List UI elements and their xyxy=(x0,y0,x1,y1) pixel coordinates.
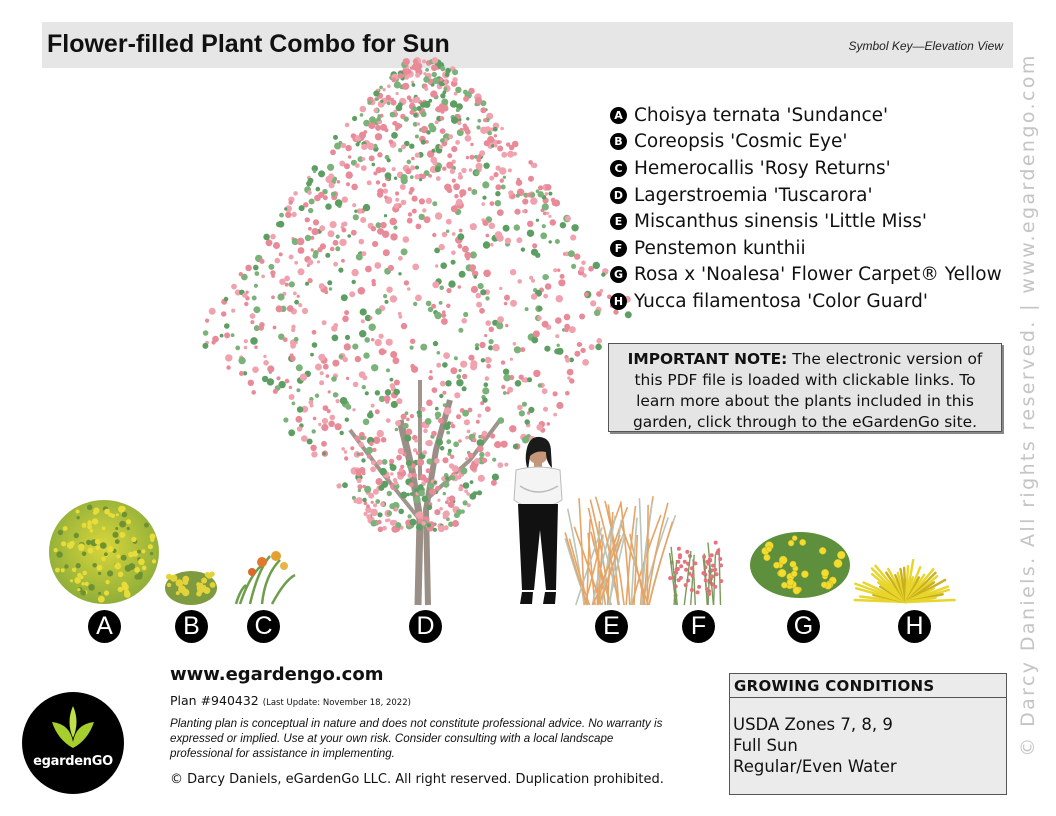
legend-badge: G xyxy=(610,266,627,284)
legend-badge: A xyxy=(610,106,627,124)
grass-miscanthus xyxy=(564,496,677,606)
page-subtitle: Symbol Key—Elevation View xyxy=(848,39,1003,53)
legend-badge: C xyxy=(610,159,627,177)
copyright: © Darcy Daniels, eGardenGo LLC. All righ… xyxy=(170,772,664,787)
condition-sun: Full Sun xyxy=(733,736,798,755)
legend-plant-name[interactable]: Choisya ternata 'Sundance' xyxy=(634,104,889,126)
legend-plant-name[interactable]: Coreopsis 'Cosmic Eye' xyxy=(634,131,848,153)
badge-d: D xyxy=(409,610,442,643)
leaf-icon xyxy=(52,706,94,748)
legend-item[interactable]: E Miscanthus sinensis 'Little Miss' xyxy=(610,208,1002,235)
badge-f: F xyxy=(682,610,715,643)
condition-zones: USDA Zones 7, 8, 9 xyxy=(733,715,893,734)
plant-hemerocallis xyxy=(234,551,296,605)
plan-number: Plan #940432(Last Update: November 18, 2… xyxy=(170,693,411,708)
conditions-heading: GROWING CONDITIONS xyxy=(730,674,1006,698)
plant-legend: A Choisya ternata 'Sundance' B Coreopsis '… xyxy=(610,102,1002,315)
disclaimer: Planting plan is conceptual in nature an… xyxy=(170,717,663,760)
note-heading: IMPORTANT NOTE: xyxy=(627,350,788,368)
website-link[interactable]: www.egardengo.com xyxy=(170,664,384,685)
legend-item[interactable]: C Hemerocallis 'Rosy Returns' xyxy=(610,155,1002,182)
plan-id: Plan #940432 xyxy=(170,693,259,708)
growing-conditions: GROWING CONDITIONS USDA Zones 7, 8, 9 Fu… xyxy=(729,673,1007,795)
important-note: IMPORTANT NOTE: The electronic version o… xyxy=(608,343,1002,432)
tree-canopy xyxy=(202,57,632,533)
legend-plant-name[interactable]: Miscanthus sinensis 'Little Miss' xyxy=(634,211,928,233)
condition-water: Regular/Even Water xyxy=(733,757,897,776)
shrub-rosa xyxy=(750,532,850,598)
legend-badge: E xyxy=(610,213,627,231)
badge-c: C xyxy=(247,610,280,643)
badge-b: B xyxy=(175,610,208,643)
tree-lagerstroemia xyxy=(202,57,632,606)
plant-yucca xyxy=(853,558,956,604)
legend-plant-name[interactable]: Rosa x 'Noalesa' Flower Carpet® Yellow xyxy=(634,264,1002,286)
plant-penstemon xyxy=(668,540,724,606)
legend-plant-name[interactable]: Hemerocallis 'Rosy Returns' xyxy=(634,157,891,179)
sidebar-copyright: © Darcy Daniels. All rights reserved. | … xyxy=(1017,53,1039,757)
legend-badge: H xyxy=(610,292,627,310)
legend-item[interactable]: A Choisya ternata 'Sundance' xyxy=(610,102,1002,129)
title-bar: Flower-filled Plant Combo for Sun Symbol… xyxy=(42,22,1013,68)
note-body: The electronic version of this PDF file … xyxy=(633,350,983,431)
shrub-choisya xyxy=(49,500,159,604)
page-title: Flower-filled Plant Combo for Sun xyxy=(47,30,450,58)
badge-a: A xyxy=(88,610,121,643)
legend-item[interactable]: G Rosa x 'Noalesa' Flower Carpet® Yellow xyxy=(610,262,1002,289)
legend-item[interactable]: D Lagerstroemia 'Tuscarora' xyxy=(610,182,1002,209)
elevation-illustration xyxy=(49,57,956,606)
badge-e: E xyxy=(595,610,628,643)
plant-coreopsis xyxy=(165,571,217,605)
legend-plant-name[interactable]: Lagerstroemia 'Tuscarora' xyxy=(634,184,873,206)
legend-badge: F xyxy=(610,239,627,257)
legend-item[interactable]: B Coreopsis 'Cosmic Eye' xyxy=(610,129,1002,156)
legend-plant-name[interactable]: Yucca filamentosa 'Color Guard' xyxy=(634,290,928,312)
logo-text: egardenGO xyxy=(33,754,113,769)
legend-badge: B xyxy=(610,133,627,151)
legend-item[interactable]: F Penstemon kunthii xyxy=(610,235,1002,262)
egardengo-logo[interactable]: egardenGO xyxy=(22,692,124,794)
badge-h: H xyxy=(898,610,931,643)
badge-g: G xyxy=(787,610,820,643)
legend-badge: D xyxy=(610,186,627,204)
last-update: (Last Update: November 18, 2022) xyxy=(262,698,411,708)
human-scale-figure xyxy=(513,436,563,604)
legend-plant-name[interactable]: Penstemon kunthii xyxy=(634,237,806,259)
legend-item[interactable]: H Yucca filamentosa 'Color Guard' xyxy=(610,288,1002,315)
